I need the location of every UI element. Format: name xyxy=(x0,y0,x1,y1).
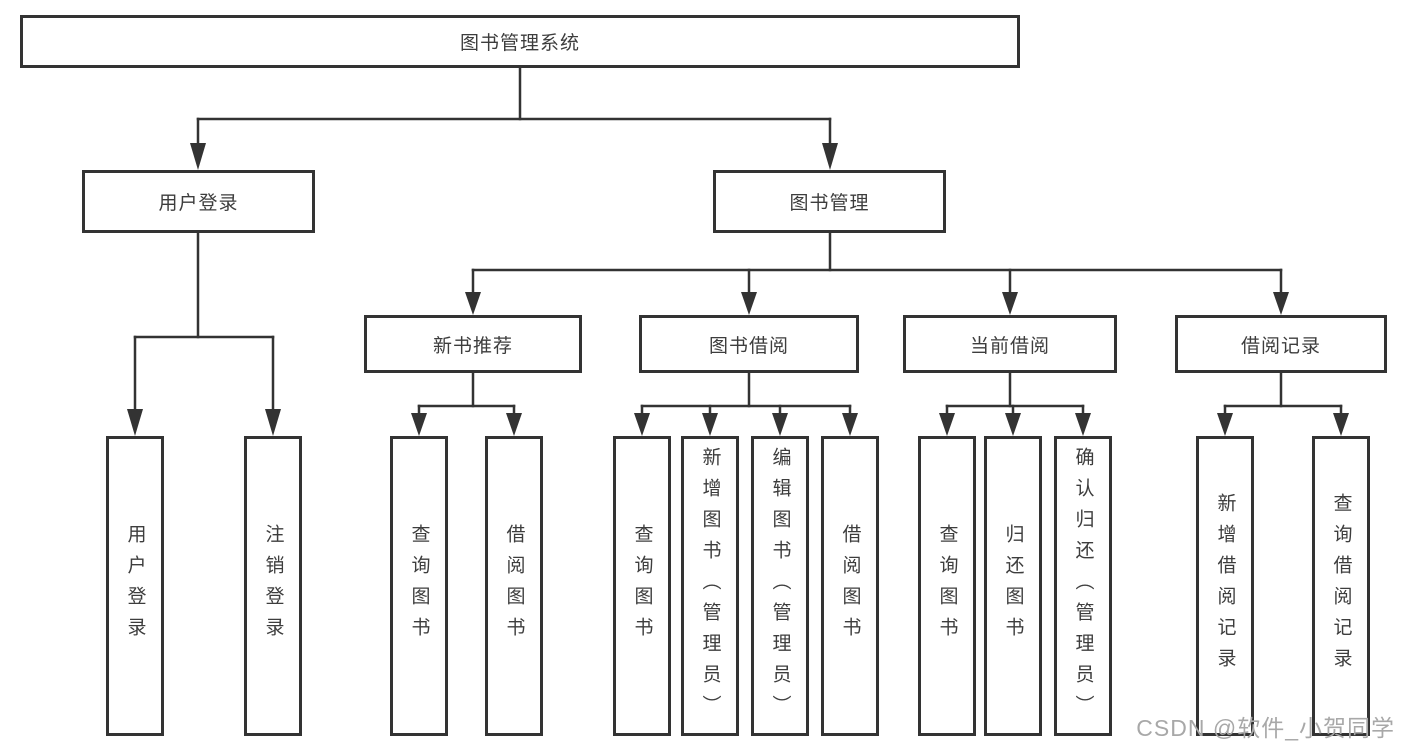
leaf-confirm-return-admin: 确认归还（管理员） xyxy=(1054,436,1112,736)
leaf-add-books-admin: 新增图书（管理员） xyxy=(681,436,739,736)
arrowheads xyxy=(127,143,1349,436)
leaf-borrow-books-2: 借阅图书 xyxy=(821,436,879,736)
node-book-borrow: 图书借阅 xyxy=(639,315,859,373)
node-library-system: 图书管理系统 xyxy=(20,15,1020,68)
leaf-edit-books-admin: 编辑图书（管理员） xyxy=(751,436,809,736)
node-user-login: 用户登录 xyxy=(82,170,315,233)
leaf-query-borrow-record: 查询借阅记录 xyxy=(1312,436,1370,736)
leaf-return-books: 归还图书 xyxy=(984,436,1042,736)
node-new-book-recommend: 新书推荐 xyxy=(364,315,582,373)
leaf-query-books-3: 查询图书 xyxy=(918,436,976,736)
leaf-query-books-2: 查询图书 xyxy=(613,436,671,736)
node-borrow-record: 借阅记录 xyxy=(1175,315,1387,373)
leaf-query-books-1: 查询图书 xyxy=(390,436,448,736)
node-current-borrow: 当前借阅 xyxy=(903,315,1117,373)
leaf-borrow-books-1: 借阅图书 xyxy=(485,436,543,736)
leaf-user-login: 用户登录 xyxy=(106,436,164,736)
csdn-watermark: CSDN @软件_小贺同学 xyxy=(1136,715,1395,741)
leaf-logout: 注销登录 xyxy=(244,436,302,736)
node-book-management: 图书管理 xyxy=(713,170,946,233)
leaf-add-borrow-record: 新增借阅记录 xyxy=(1196,436,1254,736)
